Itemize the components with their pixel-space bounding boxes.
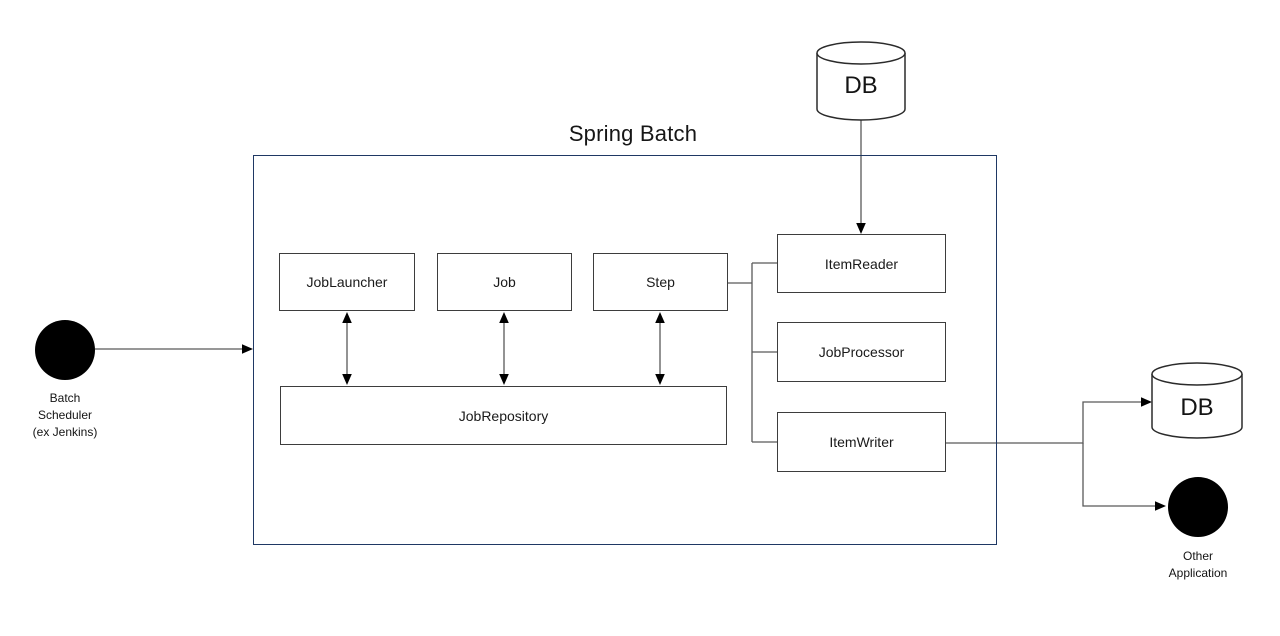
other-application-label-line1: Other [1182,549,1213,563]
batch-scheduler-label-line1: Batch [49,391,81,405]
connector-step-jobrepository [655,312,665,385]
database-cylinder-top-icon [816,41,906,121]
arrowhead-right-icon [1141,397,1152,407]
node-job-repository-label: JobRepository [458,407,549,424]
arrowhead-down-icon [655,374,665,385]
connector-step-bracket [728,262,777,443]
node-step: Step [593,253,728,311]
diagram-title: Spring Batch [568,121,698,146]
connector-line [1082,443,1158,507]
database-cylinder-right-icon [1151,362,1243,439]
node-job-launcher: JobLauncher [279,253,415,311]
db-top-label: DB [844,72,878,99]
arrowhead-up-icon [342,312,352,323]
other-application-label: Other Application [1136,548,1260,582]
node-item-writer: ItemWriter [777,412,946,472]
spring-batch-container [253,155,997,545]
other-application-circle-icon [1168,477,1228,537]
node-job-processor: JobProcessor [777,322,946,382]
other-application-label-line2: Application [1168,566,1228,580]
connector-itemwriter-to-db [946,397,1152,444]
cylinder-top [1151,362,1243,386]
batch-scheduler-circle-icon [35,320,95,380]
node-job-processor-label: JobProcessor [818,344,905,360]
connector-job-jobrepository [499,312,509,385]
arrowhead-right-icon [1155,501,1166,511]
cylinder-top [816,41,906,65]
arrowhead-down-icon [342,374,352,385]
node-item-reader-label: ItemReader [824,255,899,272]
batch-scheduler-label: Batch Scheduler (ex Jenkins) [5,390,125,441]
batch-scheduler-label-line3: (ex Jenkins) [32,425,98,439]
node-job-label: Job [493,274,516,290]
arrowhead-right-icon [242,344,253,354]
cylinder-body [1151,374,1243,439]
connector-line [946,401,1144,444]
arrowhead-down-icon [499,374,509,385]
cylinder-body [816,53,906,121]
arrowhead-up-icon [655,312,665,323]
arrowhead-down-icon [856,223,866,234]
connector-scheduler-to-springbatch [95,344,253,354]
batch-scheduler-label-line2: Scheduler [37,408,93,422]
node-step-label: Step [646,274,675,290]
connector-itemwriter-to-otherapp [1082,443,1166,511]
connector-joblauncher-jobrepository [342,312,352,385]
bracket-lines [728,262,777,443]
node-item-writer-label: ItemWriter [829,434,894,450]
node-job: Job [437,253,572,311]
node-job-repository: JobRepository [280,386,727,445]
arrowhead-up-icon [499,312,509,323]
node-item-reader: ItemReader [777,234,946,293]
node-job-launcher-label: JobLauncher [306,274,388,290]
connector-db-top-to-itemreader [856,120,866,234]
db-right-label: DB [1180,394,1214,421]
